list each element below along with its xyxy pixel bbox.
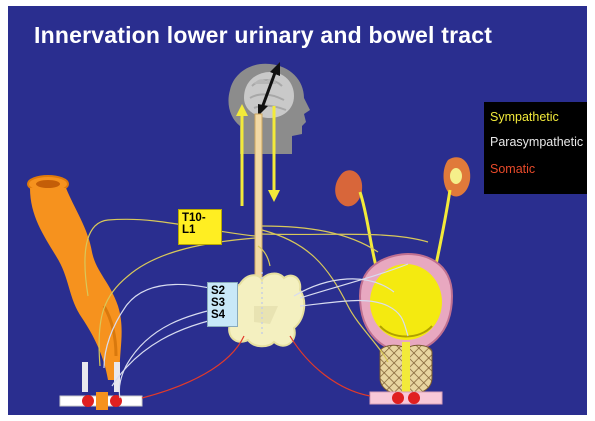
spinal-cord <box>255 114 262 279</box>
slide-title: Innervation lower urinary and bowel trac… <box>34 22 574 49</box>
prostate <box>380 342 432 394</box>
slide: Innervation lower urinary and bowel trac… <box>8 6 587 415</box>
legend-sympathetic: Sympathetic <box>490 110 559 124</box>
legend-somatic: Somatic <box>490 162 535 176</box>
legend: Sympathetic Parasympathetic Somatic <box>484 102 587 194</box>
urethral-sphincter <box>370 392 442 404</box>
anatomy-diagram <box>8 6 587 415</box>
bladder <box>360 254 452 352</box>
spinal-level-sacral-label: S2 S3 S4 <box>207 282 238 327</box>
anal-sphincter <box>60 362 142 410</box>
spinal-level-thoracolumbar-label: T10- L1 <box>178 209 222 245</box>
legend-parasympathetic: Parasympathetic <box>490 135 583 149</box>
colon <box>28 176 122 380</box>
